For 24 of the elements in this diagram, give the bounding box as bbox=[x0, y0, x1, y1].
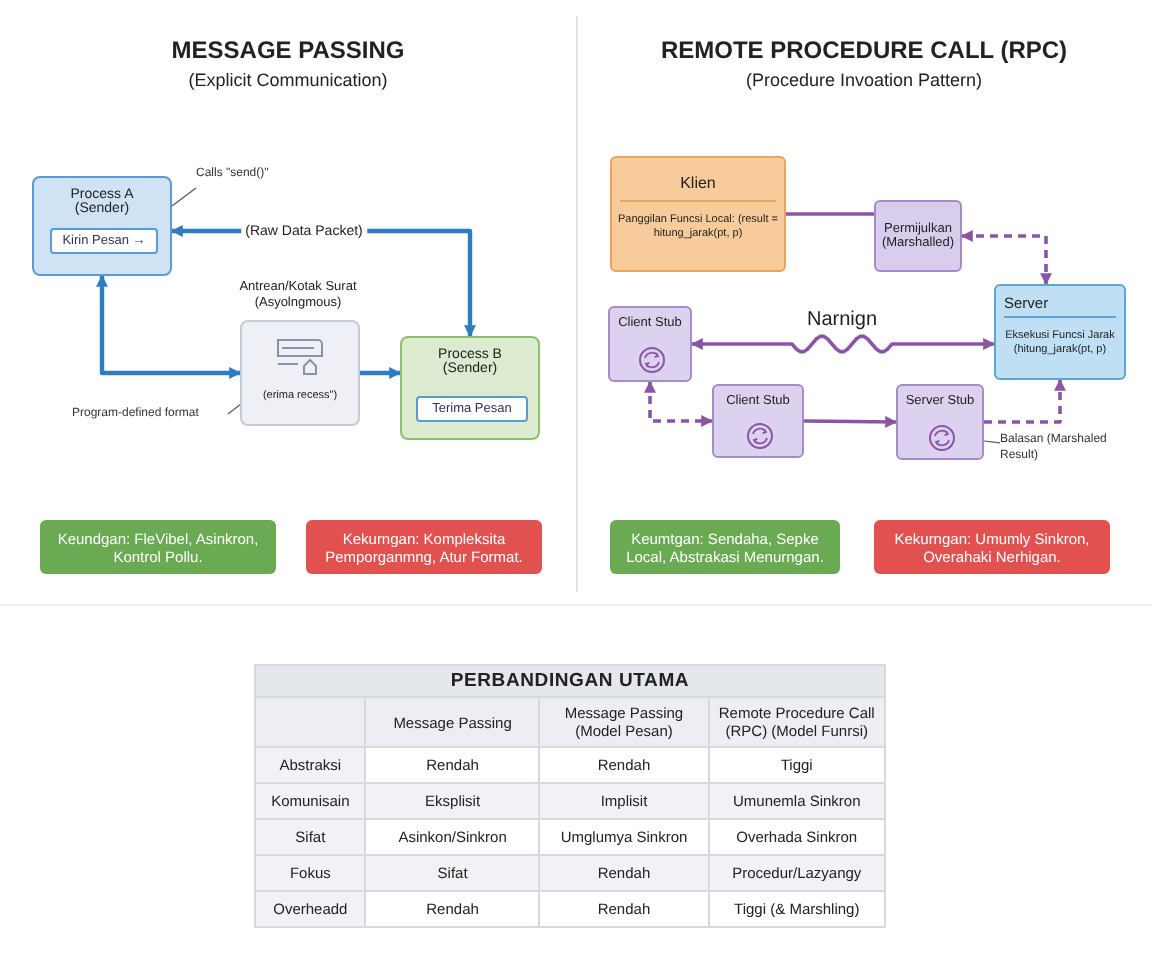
stub-box bbox=[608, 306, 692, 382]
arrow bbox=[984, 378, 1066, 424]
arrow bbox=[960, 230, 1052, 286]
leader-line bbox=[227, 404, 241, 415]
table-title: PERBANDINGAN UTAMA bbox=[255, 665, 885, 697]
arrow bbox=[804, 415, 898, 428]
section-heading: REMOTE PROCEDURE CALL (RPC) bbox=[658, 36, 1070, 64]
leader-line bbox=[171, 187, 197, 207]
stub-box bbox=[712, 384, 804, 458]
section-subtitle: (Explicit Communication) bbox=[186, 70, 390, 90]
process-box bbox=[400, 336, 540, 440]
process-box bbox=[32, 176, 172, 276]
arrow bbox=[96, 274, 242, 379]
arrow bbox=[644, 380, 714, 427]
process-box bbox=[610, 156, 786, 272]
arrow bbox=[360, 367, 402, 379]
wavy-arrow bbox=[690, 334, 996, 354]
leader-line bbox=[983, 440, 1001, 444]
section-heading: MESSAGE PASSING bbox=[169, 36, 407, 64]
process-box bbox=[994, 284, 1126, 380]
section-subtitle: (Procedure Invoation Pattern) bbox=[743, 70, 985, 90]
box-title: Klien bbox=[678, 174, 718, 192]
stub-box bbox=[896, 384, 984, 460]
edge-label: Narnign bbox=[802, 309, 882, 331]
